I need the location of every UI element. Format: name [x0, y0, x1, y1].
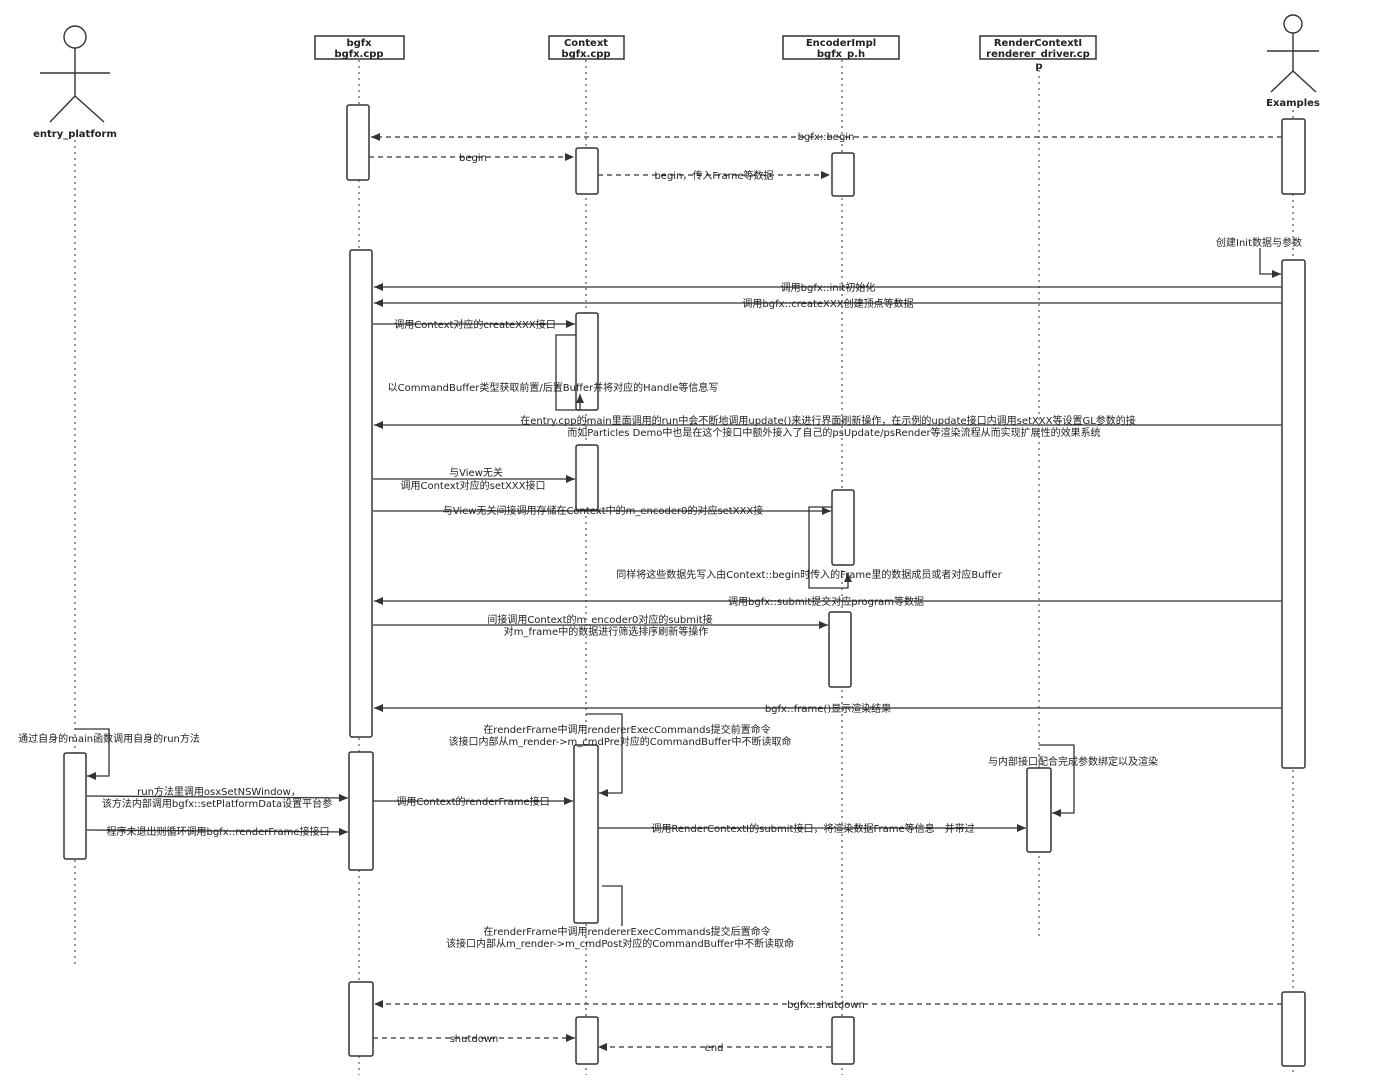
- message-arrow: [808, 506, 852, 589]
- activation-bar: [575, 1016, 599, 1065]
- message-arrow: [602, 885, 623, 926]
- message-label: 间接调用Context的m_encoder0对应的submit接: [487, 613, 712, 626]
- message-label: 以CommandBuffer类型获取前置/后置Buffer并将对应的Handle…: [388, 381, 719, 394]
- message-label: begin，传入Frame等数据: [654, 169, 773, 182]
- message-label: 调用Context对应的setXXX接口: [400, 479, 545, 492]
- message-label: 调用bgfx::createXXX创建顶点等数据: [742, 297, 913, 310]
- message-label: 与View无关间接调用存储在Context中的m_encoder0的对应setX…: [443, 504, 764, 517]
- message-label: 调用Context对应的createXXX接口: [394, 318, 555, 331]
- message-label: 程序未退出则循环调用bgfx::renderFrame接接口: [106, 825, 329, 838]
- activation-bar: [1026, 767, 1052, 853]
- actor-name: entry_platform: [33, 129, 117, 140]
- actor-examples: Examples: [1266, 14, 1320, 109]
- activation-bar: [575, 147, 599, 195]
- message-label: 同样将这些数据先写入由Context::begin时传入的Frame里的数据成员…: [616, 568, 1002, 581]
- participant-file: renderer_driver.cp: [986, 49, 1090, 60]
- activation-bar: [348, 751, 374, 871]
- activation-bar: [831, 489, 855, 566]
- message-label: 该接口内部从m_render->m_cmdPre对应的CommandBuffer…: [448, 735, 791, 748]
- activation-bar: [348, 981, 374, 1057]
- activation-bar: [1281, 991, 1306, 1067]
- participant-encoder: EncoderImpl bgfx_p.h: [782, 35, 900, 60]
- activation-bar: [828, 611, 852, 688]
- participant-title: EncoderImpl: [806, 38, 876, 49]
- activation-bar: [63, 752, 87, 860]
- message-label: 调用bgfx::init初始化: [781, 281, 876, 294]
- activation-bar: [831, 152, 855, 197]
- message-arrow: [586, 713, 623, 797]
- message-label: 在renderFrame中调用rendererExecCommands提交前置命…: [483, 723, 770, 736]
- actor-name: Examples: [1266, 98, 1320, 109]
- activation-bar: [831, 1016, 855, 1065]
- message-arrow: [1259, 248, 1281, 278]
- message-label: 在entry.cpp的main里面调用的run中会不断地调用update()来进…: [520, 414, 1136, 427]
- participant-context: Context bgfx.cpp: [548, 35, 625, 60]
- participant-file: bgfx.cpp: [561, 49, 610, 60]
- message-arrow: [555, 334, 584, 411]
- message-label: run方法里调用osxSetNSWindow，: [137, 785, 301, 798]
- participant-file: bgfx_p.h: [817, 49, 865, 60]
- actor-entry-platform: entry_platform: [33, 25, 117, 140]
- message-label: 对m_frame中的数据进行筛选排序刷新等操作: [504, 625, 708, 638]
- activation-bar: [575, 444, 599, 511]
- message-label: 通过自身的main函数调用自身的run方法: [18, 732, 200, 745]
- message-label: 在renderFrame中调用rendererExecCommands提交后置命…: [483, 925, 770, 938]
- message-arrow: [86, 827, 349, 836]
- activation-bar: [349, 249, 373, 738]
- activation-bar: [573, 744, 599, 924]
- activation-bar: [575, 312, 599, 411]
- message-label: bgfx::begin: [798, 132, 855, 143]
- message-arrow: [75, 728, 110, 780]
- participant-title: RenderContextI: [994, 38, 1082, 49]
- message-arrow: [1039, 744, 1075, 817]
- message-label: bgfx::shutdown: [787, 1000, 865, 1011]
- message-label: 创建Init数据与参数: [1216, 236, 1302, 249]
- message-label: 而如Particles Demo中也是在这个接口中额外接入了自己的psUpdat…: [567, 426, 1100, 439]
- message-label: end: [705, 1043, 724, 1054]
- message-label: 调用bgfx::submit提交对应program等数据: [728, 595, 924, 608]
- message-label: 与内部接口配合完成参数绑定以及渲染: [988, 755, 1158, 768]
- message-label: 该方法内部调用bgfx::setPlatformData设置平台参: [102, 797, 332, 810]
- participant-file: bgfx.cpp: [334, 49, 383, 60]
- message-label: begin: [459, 153, 487, 164]
- activation-bar: [1281, 259, 1306, 769]
- participant-title: Context: [564, 38, 608, 49]
- message-label: 该接口内部从m_render->m_cmdPost对应的CommandBuffe…: [446, 937, 794, 950]
- participant-renderctx: RenderContextI renderer_driver.cp p: [979, 35, 1097, 72]
- activation-bar: [1281, 118, 1306, 195]
- message-label: shutdown: [450, 1034, 499, 1045]
- stick-figure-icon: [40, 25, 110, 123]
- participant-file-tail: p: [1035, 61, 1042, 72]
- message-label: bgfx::frame()显示渲染结果: [765, 702, 891, 715]
- message-label: 调用Context的renderFrame接口: [396, 795, 549, 808]
- participant-bgfx: bgfx bgfx.cpp: [314, 35, 405, 60]
- participant-title: bgfx: [346, 38, 372, 49]
- message-arrow: [86, 793, 349, 802]
- message-label: 调用RenderContextI的submit接口，将渲染数据Frame等信息一…: [651, 822, 974, 835]
- activation-bar: [346, 104, 370, 181]
- stick-figure-icon: [1267, 14, 1319, 93]
- message-label: 与View无关: [449, 466, 503, 479]
